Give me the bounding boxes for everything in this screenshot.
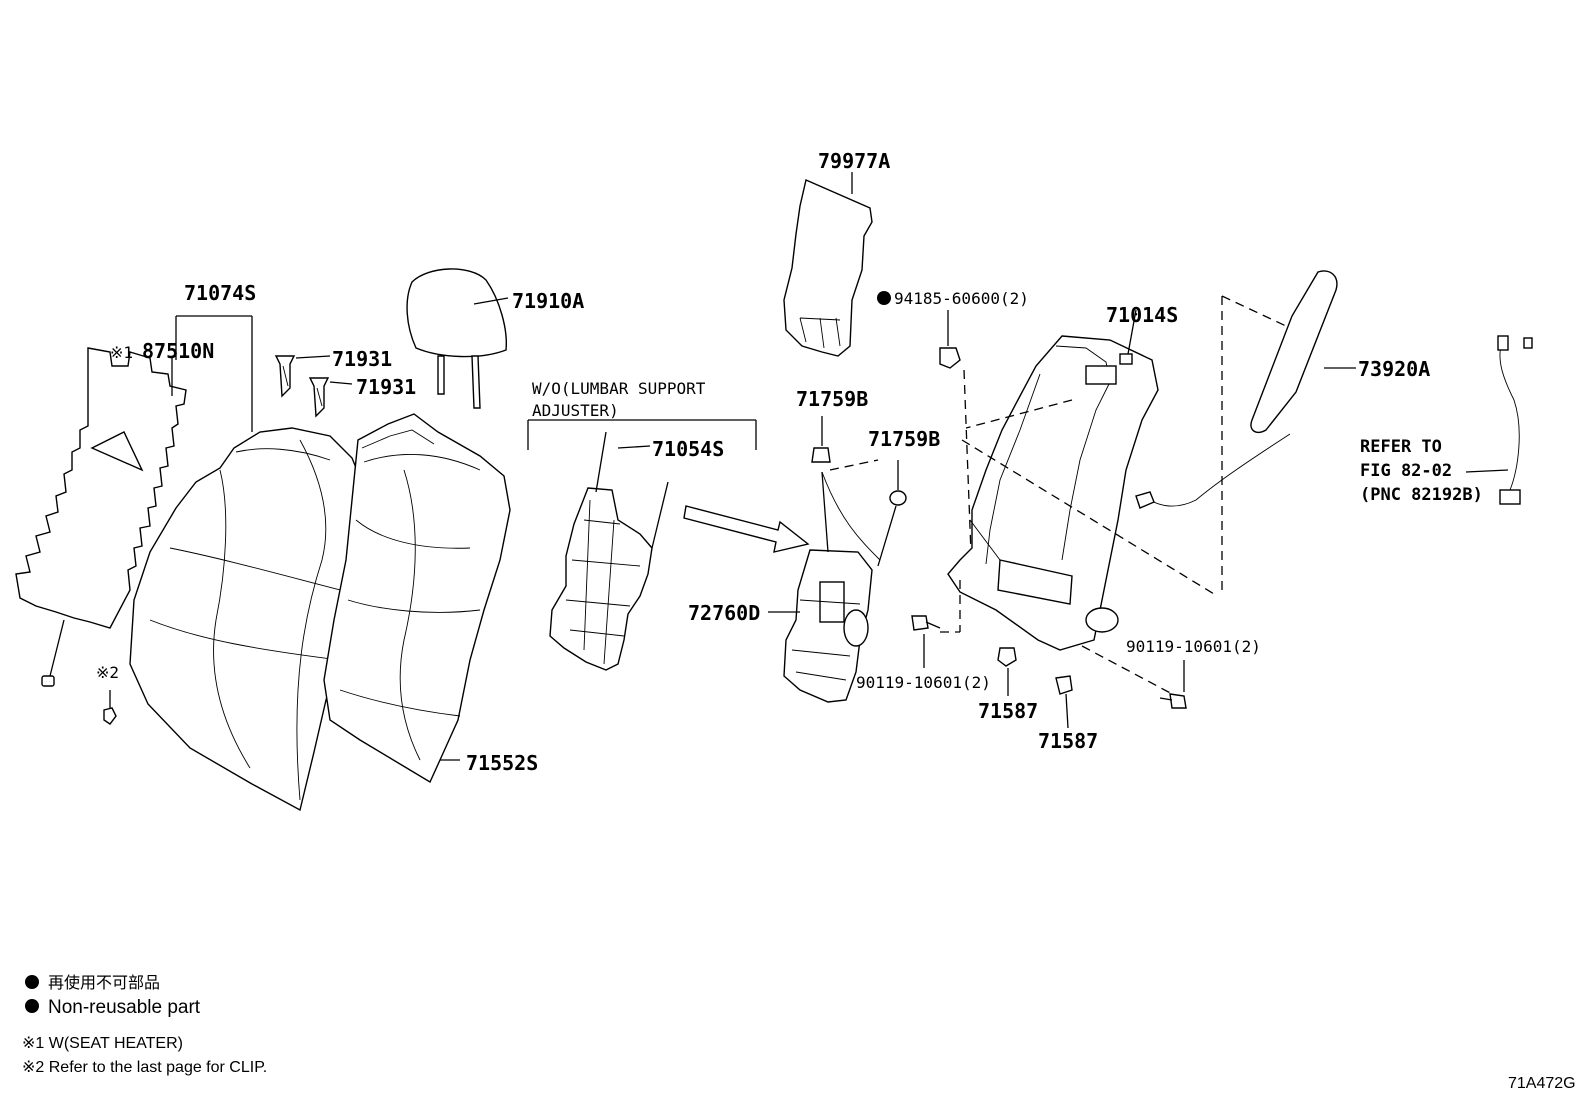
- pad-79977A: [783, 172, 873, 357]
- label-90119-right: 90119-10601(2): [1126, 637, 1261, 656]
- headrest-guide-71931-b: [308, 377, 353, 418]
- seat-frame-71014S: [947, 309, 1159, 651]
- label-71759B-b: 71759B: [868, 427, 940, 451]
- seat-heater-87510N: [15, 347, 187, 687]
- label-79977A: 79977A: [818, 149, 890, 173]
- legend-nonreusable-en: Non-reusable part: [48, 997, 201, 1018]
- headrest-guide-71931-a: [274, 355, 331, 398]
- legend: 再使用不可部品 Non-reusable part ※1 W(SEAT HEAT…: [22, 974, 267, 1076]
- nonreusable-dot-icon: [25, 975, 39, 989]
- bolt-90119-right: [1159, 660, 1187, 709]
- refer-line2: FIG 82-02: [1360, 461, 1452, 481]
- label-94185: 94185-60600(2): [894, 289, 1029, 308]
- cap-71759B-b: [889, 460, 907, 506]
- label-mark2: ※2: [96, 663, 119, 682]
- refer-line1: REFER TO: [1360, 437, 1442, 457]
- seatback-cover-71074S: [129, 427, 369, 812]
- label-71552S: 71552S: [466, 751, 538, 775]
- headrest-71910A: [406, 268, 509, 409]
- nut-71587-b: [1055, 675, 1073, 729]
- legend-note2: ※2 Refer to the last page for CLIP.: [22, 1059, 267, 1076]
- nut-71587-a: [997, 647, 1017, 696]
- clip-2: [103, 690, 117, 725]
- label-mark1: ※1: [110, 343, 133, 362]
- label-73920A: 73920A: [1358, 357, 1430, 381]
- nonreusable-dot-icon: [25, 999, 39, 1013]
- label-90119-left: 90119-10601(2): [856, 673, 991, 692]
- label-71931-a: 71931: [332, 347, 392, 371]
- seatback-pad-71552S: [323, 413, 511, 784]
- wire-harness: [1465, 335, 1533, 505]
- label-71759B-a: 71759B: [796, 387, 868, 411]
- bolt-90119-left: [911, 615, 941, 668]
- legend-nonreusable-jp: 再使用不可部品: [48, 974, 160, 992]
- label-wo-line2: ADJUSTER): [532, 401, 619, 420]
- direction-arrow: [683, 505, 810, 553]
- label-71054S: 71054S: [652, 437, 724, 461]
- refer-line3: (PNC 82192B): [1360, 485, 1483, 505]
- label-87510N: 87510N: [142, 339, 214, 363]
- label-71587-a: 71587: [978, 699, 1038, 723]
- label-71910A: 71910A: [512, 289, 584, 313]
- label-71587-b: 71587: [1038, 729, 1098, 753]
- figure-code: 71A472G: [1508, 1075, 1576, 1092]
- label-wo-line1: W/O(LUMBAR SUPPORT: [532, 379, 706, 398]
- label-71931-b: 71931: [356, 375, 416, 399]
- lumbar-adjuster-72760D: [768, 471, 897, 703]
- airbag-73920A: [1135, 270, 1356, 509]
- label-71074S: 71074S: [184, 281, 256, 305]
- legend-note1: ※1 W(SEAT HEATER): [22, 1035, 183, 1052]
- label-71014S: 71014S: [1106, 303, 1178, 327]
- clip-94185: [877, 291, 961, 369]
- cap-71759B-a: [811, 416, 831, 463]
- label-72760D: 72760D: [688, 601, 760, 625]
- lumbar-plate-71054S: [549, 431, 669, 671]
